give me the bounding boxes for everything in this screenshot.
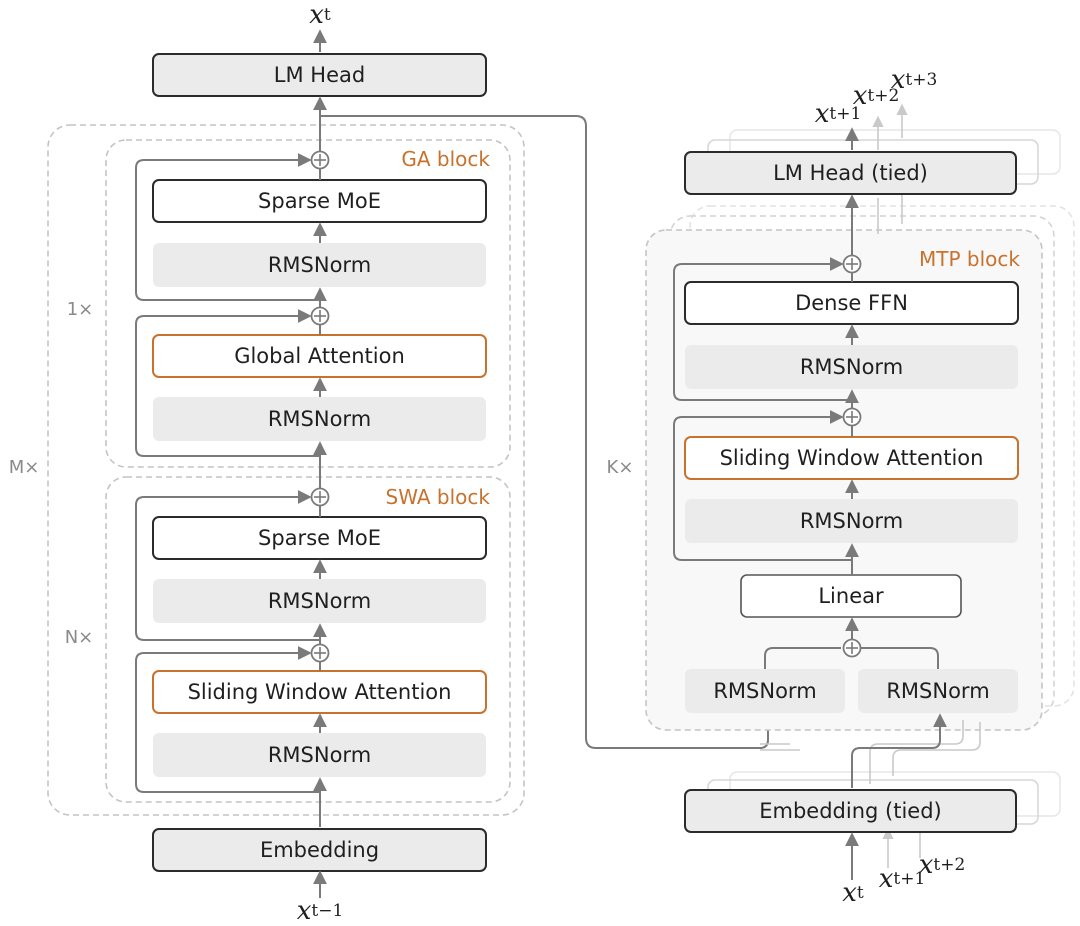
output-token-sub: t [323,5,331,25]
mtp-norm-bottom-label: RMSNorm [799,509,904,533]
m-repeat-label: M× [8,456,40,478]
mtp-norm-top-box [685,345,1018,389]
one-repeat-label: 1× [66,298,94,320]
mtp-output-var-1: x [814,99,830,129]
ga-moe-label: Sparse MoE [258,189,381,213]
output-token-var: x [309,0,324,30]
mtp-norm-top-label: RMSNorm [799,355,904,379]
embedding-label: Embedding [259,838,380,862]
m-repeat-container [47,124,525,816]
n-repeat-label: N× [64,626,94,648]
mtp-output-sub-2: t+2 [867,86,900,106]
mtp-input-var-3: x [918,850,934,880]
mtp-output-var-3: x [890,65,906,95]
ga-norm-top-box [153,243,486,287]
input-token-var: x [296,896,312,926]
mtp-input-sub-1: t [856,883,864,903]
ga-norm-top-label: RMSNorm [267,253,372,277]
swa-norm-bottom-label: RMSNorm [267,743,372,767]
swa-block-container [105,476,511,803]
ga-attention-label: Global Attention [234,344,405,368]
ga-norm-bottom-label: RMSNorm [267,407,372,431]
mtp-norm-bottom-box [685,499,1018,543]
mtp-norm-left-box [685,669,845,713]
mtp-linear-label: Linear [818,584,884,608]
ga-block-container [105,139,511,468]
mtp-norm-right-label: RMSNorm [886,679,990,703]
mtp-attention-label: Sliding Window Attention [719,446,984,470]
swa-norm-bottom-box [153,733,486,777]
ga-block-title: GA block [401,147,490,171]
mtp-embedding-box [684,789,1017,833]
mtp-lm-head-box [684,151,1017,195]
swa-norm-top-label: RMSNorm [267,589,372,613]
lm-head-box [152,53,487,97]
mtp-input-var-2: x [878,864,894,894]
mtp-input-sub-2: t+1 [893,869,926,889]
swa-moe-label: Sparse MoE [258,526,381,550]
input-token-sub: t−1 [311,901,344,921]
mtp-output-var-2: x [852,81,868,111]
mtp-output-sub-3: t+3 [905,70,938,90]
k-repeat-label: K× [606,456,634,478]
ga-norm-bottom-box [153,397,486,441]
mtp-output-sub-1: t+1 [829,104,862,124]
mtp-block-title: MTP block [919,247,1020,271]
swa-attention-label: Sliding Window Attention [187,680,452,704]
mtp-ffn-label: Dense FFN [795,291,908,315]
swa-norm-top-box [153,579,486,623]
mtp-lm-head-label: LM Head (tied) [773,161,928,185]
mtp-norm-right-box [858,669,1018,713]
swa-block-title: SWA block [385,485,490,509]
mtp-input-var-1: x [842,878,857,908]
lm-head-label: LM Head [273,63,366,87]
mtp-norm-left-label: RMSNorm [713,679,817,703]
mtp-input-sub-3: t+2 [933,855,966,875]
mtp-embedding-label: Embedding (tied) [759,799,942,823]
